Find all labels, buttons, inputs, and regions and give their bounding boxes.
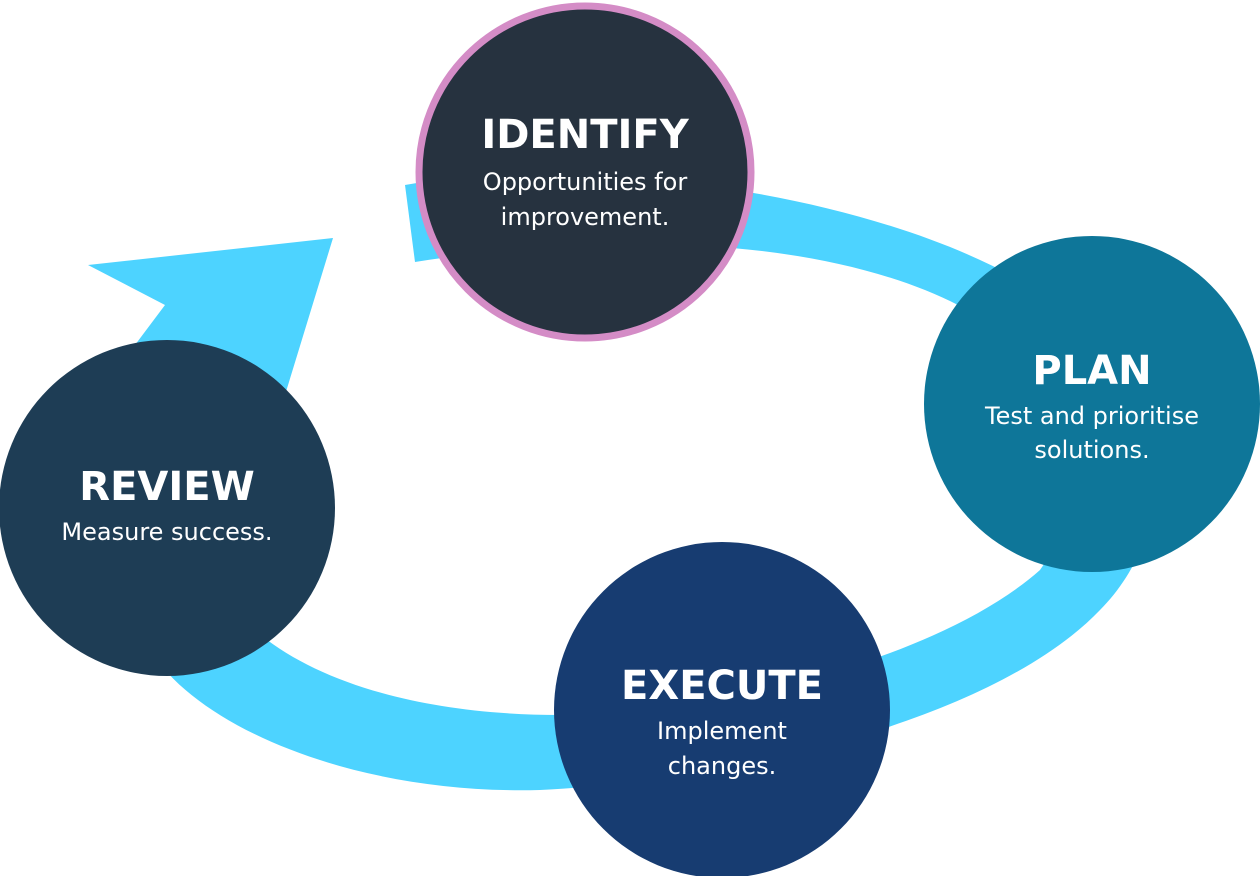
- step-plan: PLAN Test and prioritise solutions.: [924, 236, 1260, 572]
- review-circle: [0, 340, 335, 676]
- identify-title: IDENTIFY: [481, 112, 689, 158]
- step-execute: EXECUTE Implement changes.: [554, 542, 890, 876]
- cycle-arrow-head: [88, 238, 333, 400]
- execute-circle: [554, 542, 890, 876]
- plan-description-line-2: solutions.: [1034, 436, 1149, 464]
- plan-circle: [924, 236, 1260, 572]
- plan-description-line-1: Test and prioritise: [984, 402, 1199, 430]
- plan-title: PLAN: [1032, 348, 1151, 394]
- execute-description-line-2: changes.: [668, 752, 776, 780]
- cycle-arrow-band: [150, 174, 1155, 791]
- step-review: REVIEW Measure success.: [0, 340, 335, 676]
- identify-description-line-1: Opportunities for: [483, 168, 688, 196]
- execute-title: EXECUTE: [621, 663, 823, 709]
- identify-circle: [415, 2, 755, 342]
- cycle-arrow: [88, 174, 1155, 791]
- identify-description-line-2: improvement.: [501, 203, 670, 231]
- review-description: Measure success.: [61, 518, 272, 546]
- review-title: REVIEW: [79, 464, 254, 510]
- step-identify: IDENTIFY Opportunities for improvement.: [415, 2, 755, 342]
- execute-description-line-1: Implement: [657, 717, 787, 745]
